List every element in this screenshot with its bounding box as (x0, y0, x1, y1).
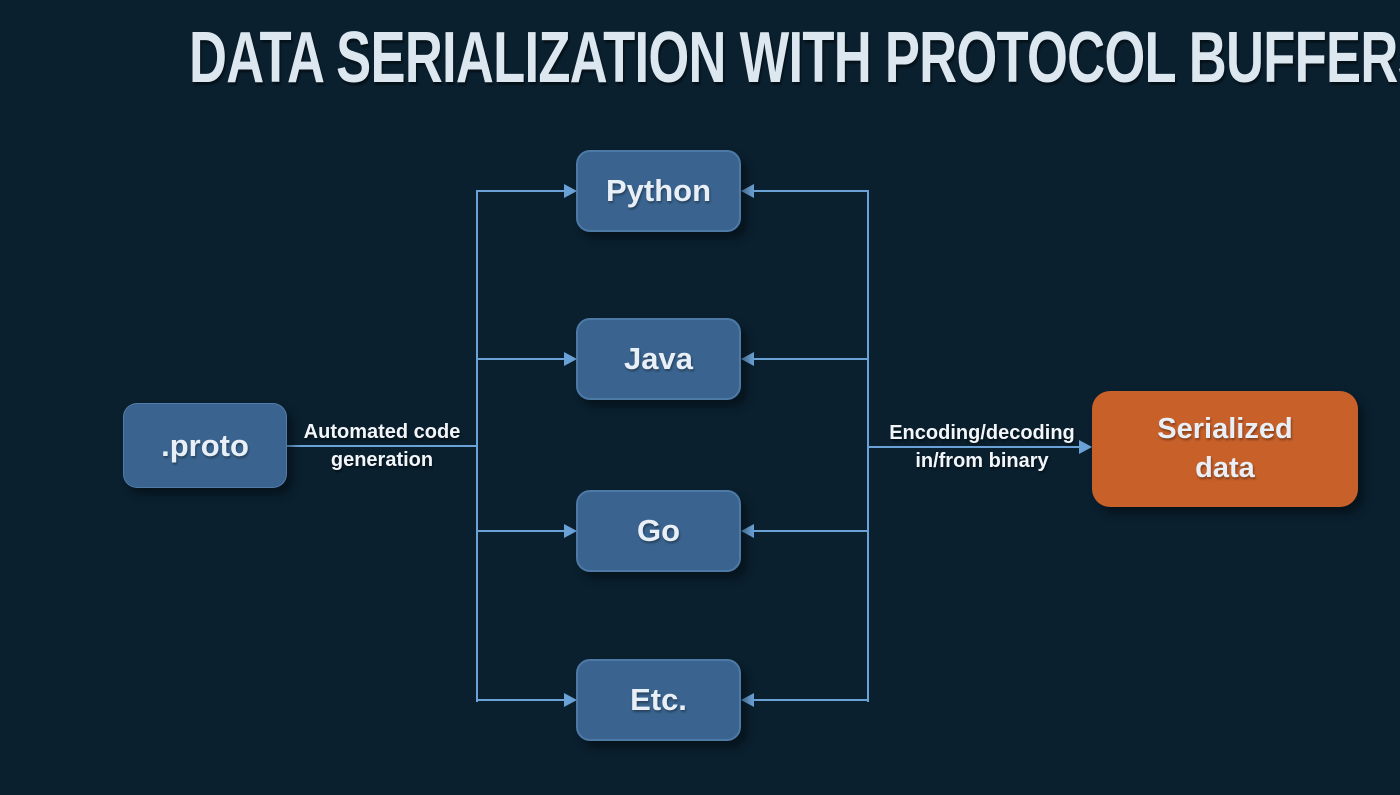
arrowhead-into-etc-left-icon (564, 693, 577, 707)
connector-right-branch-java (754, 358, 869, 360)
node-proto: .proto (123, 403, 287, 488)
edge-label-encoding-line2: in/from binary (915, 450, 1049, 472)
connector-left-rail (476, 190, 478, 702)
node-serialized-data-line1: Serialized (1157, 413, 1293, 445)
arrowhead-into-serialized-icon (1079, 440, 1092, 454)
arrowhead-into-go-right-icon (741, 524, 754, 538)
node-python: Python (576, 150, 741, 232)
edge-label-codegen-line1: Automated code (303, 421, 461, 443)
node-serialized-data-line2: data (1195, 452, 1255, 484)
connector-left-branch-python (476, 190, 565, 192)
edge-label-encoding: Encoding/decoding in/from binary (862, 419, 1102, 475)
edge-label-encoding-line1: Encoding/decoding (889, 422, 1075, 444)
edge-label-codegen-line2: generation (330, 449, 434, 471)
node-go: Go (576, 490, 741, 572)
node-proto-label: .proto (161, 427, 249, 463)
connector-right-branch-python (754, 190, 869, 192)
connector-proto-to-rail (286, 445, 477, 447)
node-java: Java (576, 318, 741, 400)
arrowhead-into-java-right-icon (741, 352, 754, 366)
node-python-label: Python (605, 173, 712, 208)
connector-right-branch-go (754, 530, 869, 532)
page-title: DATA SERIALIZATION WITH PROTOCOL BUFFERS (189, 18, 1400, 98)
connector-left-branch-java (476, 358, 565, 360)
node-go-label: Go (636, 513, 681, 548)
arrowhead-into-python-right-icon (741, 184, 754, 198)
node-java-label: Java (624, 341, 693, 376)
node-etc: Etc. (576, 659, 741, 741)
connector-rail-to-serialized (868, 446, 1080, 448)
arrowhead-into-java-left-icon (564, 352, 577, 366)
node-serialized-data-label: Serialized data (1157, 410, 1292, 488)
arrowhead-into-python-left-icon (564, 184, 577, 198)
node-etc-label: Etc. (630, 682, 687, 717)
node-serialized-data: Serialized data (1092, 391, 1358, 507)
connector-right-branch-etc (754, 699, 869, 701)
arrowhead-into-etc-right-icon (741, 693, 754, 707)
arrowhead-into-go-left-icon (564, 524, 577, 538)
edge-label-codegen: Automated code generation (272, 418, 492, 474)
connector-left-branch-go (476, 530, 565, 532)
connector-left-branch-etc (476, 699, 565, 701)
